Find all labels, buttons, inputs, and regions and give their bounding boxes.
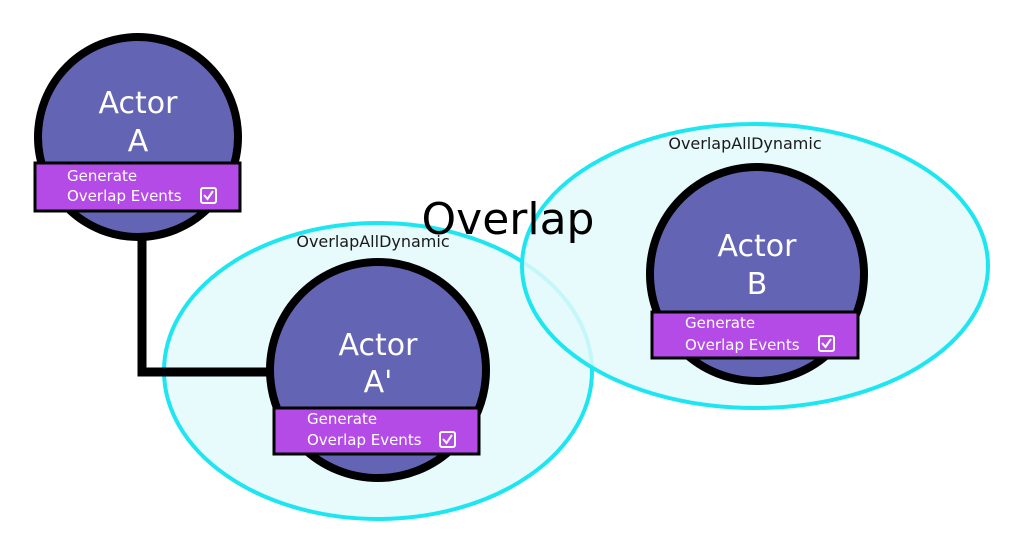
actor-a-prime-badge-line1: Generate <box>307 410 377 428</box>
actor-a-prime-badge: Generate Overlap Events <box>272 406 481 456</box>
actor-b-letter: B <box>747 267 768 302</box>
zone-label-b: OverlapAllDynamic <box>668 134 821 153</box>
actor-b-badge-line2: Overlap Events <box>685 336 800 354</box>
checkbox-checked-icon <box>439 431 456 448</box>
actor-a-badge-line1: Generate <box>67 167 137 185</box>
actor-a-prime-letter: A' <box>364 365 393 400</box>
checkbox-checked-icon <box>200 187 217 204</box>
zone-label-a-prime: OverlapAllDynamic <box>296 232 449 251</box>
attachment-connector <box>137 225 275 377</box>
actor-a-prime-title: Actor <box>339 328 419 363</box>
actor-a-prime-badge-line2: Overlap Events <box>307 431 422 449</box>
actor-a-badge: Generate Overlap Events <box>33 161 242 213</box>
checkbox-checked-icon <box>818 335 835 352</box>
overlap-label: Overlap <box>422 194 595 245</box>
actor-a: Actor A Generate Overlap Events <box>33 33 242 241</box>
actor-a-letter: A <box>128 124 149 159</box>
actor-b-badge: Generate Overlap Events <box>650 310 860 360</box>
actor-a-badge-line2: Overlap Events <box>67 187 182 205</box>
actor-b-title: Actor <box>718 229 798 264</box>
actor-b-badge-line1: Generate <box>685 314 755 332</box>
actor-a-title: Actor <box>99 86 179 121</box>
actor-a-prime: Actor A' Generate Overlap Events <box>266 258 490 482</box>
actor-b: Actor B Generate Overlap Events <box>646 163 868 385</box>
